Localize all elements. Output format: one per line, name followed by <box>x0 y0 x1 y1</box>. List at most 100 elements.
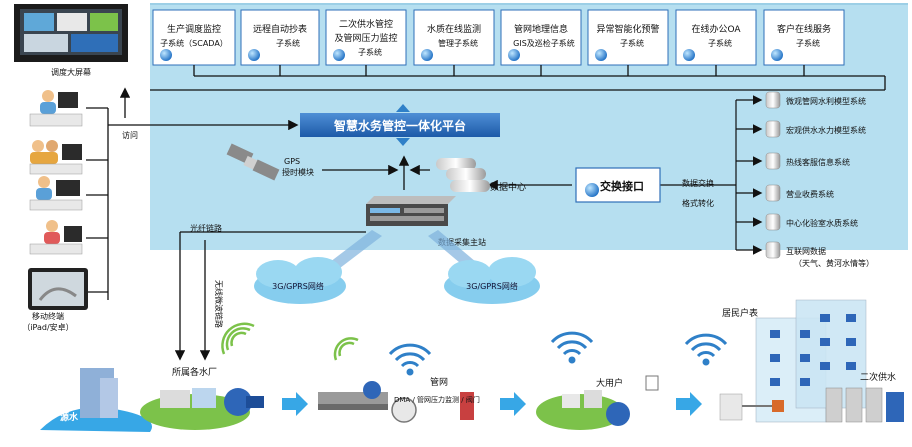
svg-text:营业收费系统: 营业收费系统 <box>786 189 834 199</box>
subsystem-scada[interactable]: 生产调度监控 子系统（SCADA） <box>152 9 236 66</box>
svg-text:格式转化: 格式转化 <box>682 198 714 208</box>
svg-text:3G/GPRS网络: 3G/GPRS网络 <box>466 281 518 291</box>
left-connectors <box>86 87 299 300</box>
globe-icon <box>421 49 433 61</box>
subsystem-warning[interactable]: 异常智能化预警 子系统 <box>587 9 669 66</box>
globe-icon <box>248 49 260 61</box>
svg-text:客户在线服务: 客户在线服务 <box>777 23 831 35</box>
user-workstation-1 <box>29 90 83 127</box>
right-note: （天气、黄河水情等） <box>794 258 874 268</box>
right-system-5: 中心化验室水质系统 <box>765 213 858 231</box>
svg-text:管理子系统: 管理子系统 <box>438 38 478 48</box>
svg-text:微观管网水利模型系统: 微观管网水利模型系统 <box>786 96 866 106</box>
data-center: 数据中心 <box>436 158 526 193</box>
gps-satellite: GPS 授时模块 <box>226 143 314 181</box>
top-subsystems: 生产调度监控 子系统（SCADA） 远程自动抄表 子系统 二次供水管控 及管网压… <box>152 9 845 66</box>
svg-text:交换接口: 交换接口 <box>600 179 644 193</box>
gprs-cloud-2: 3G/GPRS网络 <box>444 257 540 304</box>
subsystem-water-quality[interactable]: 水质在线监测 管理子系统 <box>413 9 495 66</box>
svg-text:子系统: 子系统 <box>620 38 644 48</box>
svg-text:水质在线监测: 水质在线监测 <box>427 23 481 35</box>
svg-text:中心化验室水质系统: 中心化验室水质系统 <box>786 218 858 228</box>
svg-text:子系统: 子系统 <box>708 38 732 48</box>
subsystem-gis[interactable]: 管网地理信息 GIS及巡检子系统 <box>500 9 582 66</box>
user-icon <box>32 140 44 152</box>
right-systems: 微观管网水利模型系统 宏观供水水力模型系统 热线客服信息系统 营业收费系统 中心… <box>765 91 874 268</box>
svg-text:3G/GPRS网络: 3G/GPRS网络 <box>272 281 324 291</box>
svg-text:及管网压力监控: 及管网压力监控 <box>334 32 397 44</box>
wifi-icon <box>221 322 255 355</box>
exchange-interface[interactable]: 交换接口 <box>575 167 661 203</box>
user-icon <box>46 220 58 232</box>
svg-text:居民户表: 居民户表 <box>722 307 758 319</box>
globe-icon <box>683 49 695 61</box>
wifi-icon <box>333 337 359 361</box>
residential-meters: 居民户表 <box>722 299 867 423</box>
user-icon <box>42 90 54 102</box>
user-workstation-2 <box>29 140 83 175</box>
svg-text:远程自动抄表: 远程自动抄表 <box>253 23 307 35</box>
svg-text:所属各水厂: 所属各水厂 <box>172 366 217 378</box>
globe-icon <box>333 49 345 61</box>
svg-text:GPS: GPS <box>284 157 300 166</box>
gprs-cloud-1: 3G/GPRS网络 <box>254 257 346 304</box>
svg-text:（iPad/安卓）: （iPad/安卓） <box>22 322 73 332</box>
globe-icon <box>508 49 520 61</box>
link-lines <box>174 231 366 361</box>
svg-text:子系统: 子系统 <box>796 38 820 48</box>
user-workstation-4 <box>29 220 83 255</box>
svg-text:热线客服信息系统: 热线客服信息系统 <box>786 157 850 167</box>
dispatch-big-screen: 调度大屏幕 <box>14 4 128 77</box>
svg-text:移动终端: 移动终端 <box>32 311 64 321</box>
data-collection-server: 数据采集主站 <box>366 196 486 247</box>
svg-text:DMA / 管网压力监测 / 阀门: DMA / 管网压力监测 / 阀门 <box>394 395 480 404</box>
svg-text:二次供水: 二次供水 <box>860 371 896 383</box>
secondary-supply: 二次供水 <box>719 371 904 423</box>
svg-text:数据交换: 数据交换 <box>682 178 714 188</box>
svg-text:子系统: 子系统 <box>276 38 300 48</box>
subsystem-meter-reading[interactable]: 远程自动抄表 子系统 <box>240 9 320 66</box>
wifi-icon <box>388 343 432 376</box>
svg-text:管网: 管网 <box>430 376 448 388</box>
right-system-1: 微观管网水利模型系统 <box>765 91 866 109</box>
big-user: 大用户 <box>536 375 659 430</box>
mobile-terminal: 移动终端 （iPad/安卓） <box>22 268 88 332</box>
svg-text:管网地理信息: 管网地理信息 <box>514 23 568 35</box>
globe-icon <box>771 49 783 61</box>
svg-text:GIS及巡检子系统: GIS及巡检子系统 <box>513 38 575 48</box>
svg-text:智慧水务管控一体化平台: 智慧水务管控一体化平台 <box>333 118 466 133</box>
right-system-3: 热线客服信息系统 <box>765 152 850 170</box>
wifi-icon <box>550 331 594 364</box>
svg-text:生产调度监控: 生产调度监控 <box>167 23 221 35</box>
right-system-4: 营业收费系统 <box>765 184 834 202</box>
user-icon <box>38 176 50 188</box>
platform-connectors <box>322 155 736 191</box>
svg-text:大用户: 大用户 <box>596 377 623 389</box>
svg-text:子系统: 子系统 <box>358 47 382 57</box>
svg-text:数据采集主站: 数据采集主站 <box>438 237 486 247</box>
svg-text:在线办公OA: 在线办公OA <box>691 23 741 35</box>
fiber-label: 光纤链路 <box>190 223 222 233</box>
subsystem-secondary-supply[interactable]: 二次供水管控 及管网压力监控 子系统 <box>325 9 407 66</box>
data-center-label: 数据中心 <box>490 181 526 193</box>
svg-text:宏观供水水力模型系统: 宏观供水水力模型系统 <box>786 125 866 135</box>
right-system-2: 宏观供水水力模型系统 <box>765 120 866 138</box>
subsystem-oa[interactable]: 在线办公OA 子系统 <box>675 9 757 66</box>
globe-icon <box>595 49 607 61</box>
water-source: 源水 <box>40 368 152 432</box>
platform-banner: 智慧水务管控一体化平台 <box>300 104 500 146</box>
wifi-icon <box>684 333 728 366</box>
globe-icon <box>160 49 172 61</box>
signal-beams <box>330 230 476 268</box>
svg-text:源水: 源水 <box>60 411 79 423</box>
svg-text:子系统（SCADA）: 子系统（SCADA） <box>160 38 228 48</box>
svg-text:二次供水管控: 二次供水管控 <box>339 18 393 30</box>
screen-label: 调度大屏幕 <box>51 67 91 77</box>
svg-text:互联网数据: 互联网数据 <box>786 246 826 256</box>
wireless-label: 无线微波链路 <box>214 280 224 328</box>
pipe-network: 管网 DMA / 管网压力监测 / 阀门 <box>318 376 480 423</box>
top-bus-lines <box>150 65 886 91</box>
visit-label: 访问 <box>122 130 138 140</box>
subsystem-customer-service[interactable]: 客户在线服务 子系统 <box>763 9 845 66</box>
